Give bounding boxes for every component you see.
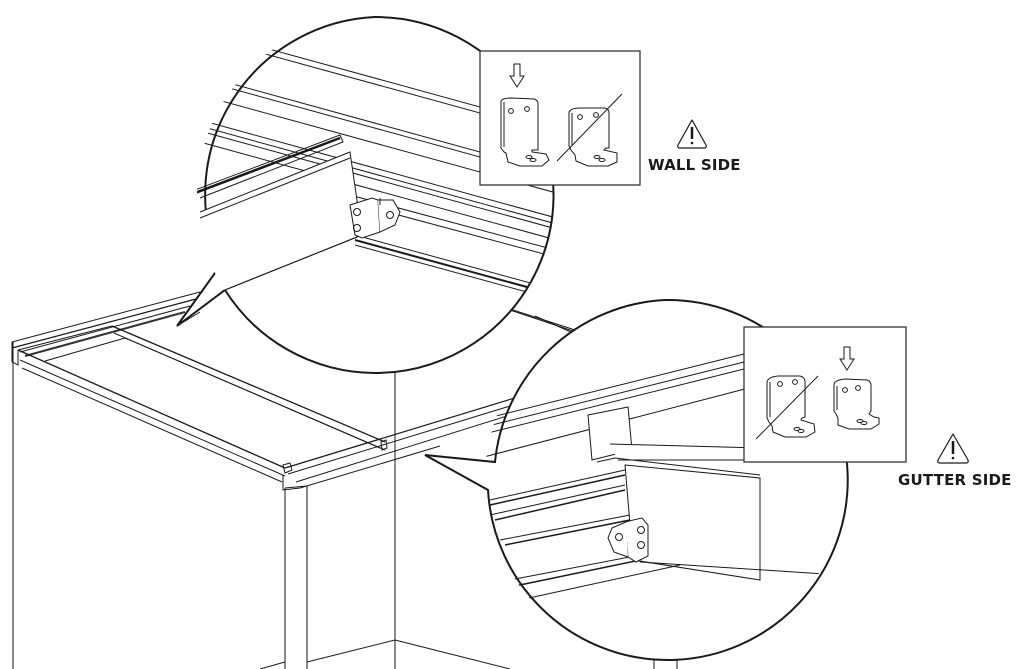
gutter-side-magnifier xyxy=(424,298,849,661)
bracket-incorrect-icon xyxy=(568,107,618,167)
strike-through-line xyxy=(556,93,623,162)
bracket-correct-icon xyxy=(833,378,880,430)
warning-triangle-icon xyxy=(937,433,969,464)
strike-through-line xyxy=(755,375,819,440)
wall-side-magnifier xyxy=(176,15,555,374)
pergola-structure xyxy=(11,289,678,669)
gutter-side-inset xyxy=(743,326,907,463)
bracket-correct-icon xyxy=(500,97,550,167)
down-arrow-icon xyxy=(839,346,855,371)
wall-side-label: WALL SIDE xyxy=(648,156,741,174)
warning-triangle-icon xyxy=(677,119,707,149)
gutter-side-label: GUTTER SIDE xyxy=(898,471,1012,489)
wall-side-inset xyxy=(479,50,641,186)
down-arrow-icon xyxy=(509,63,525,88)
